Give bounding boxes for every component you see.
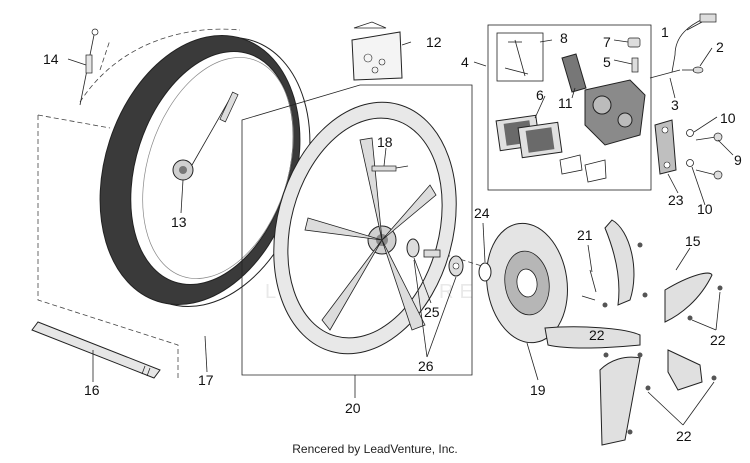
callout-20: 20 bbox=[345, 400, 361, 416]
callout-3: 3 bbox=[671, 97, 679, 113]
callout-21: 21 bbox=[577, 227, 593, 243]
pad-spring[interactable] bbox=[561, 53, 587, 93]
callout-10b: 10 bbox=[697, 201, 713, 217]
callout-5: 5 bbox=[603, 54, 611, 70]
caliper-bracket[interactable] bbox=[654, 119, 677, 175]
bleed-screw[interactable] bbox=[631, 57, 639, 73]
callout-22a: 22 bbox=[710, 332, 726, 348]
pad-pin-shaft bbox=[504, 67, 529, 75]
caliper-washers[interactable] bbox=[686, 129, 694, 167]
callout-16: 16 bbox=[84, 382, 100, 398]
callout-12: 12 bbox=[426, 34, 442, 50]
speedometer-drive[interactable] bbox=[172, 91, 239, 181]
callout-23: 23 bbox=[668, 192, 684, 208]
callout-18: 18 bbox=[377, 134, 393, 150]
panel-screws[interactable] bbox=[602, 242, 723, 435]
callout-19: 19 bbox=[530, 382, 546, 398]
caliper-bolts[interactable] bbox=[695, 132, 723, 180]
assembly-dashed-outline bbox=[37, 115, 179, 378]
brake-pads[interactable] bbox=[495, 114, 563, 159]
callout-9: 9 bbox=[734, 152, 742, 168]
callout-17: 17 bbox=[198, 372, 214, 388]
callout-4: 4 bbox=[461, 54, 469, 70]
banjo-bolt[interactable] bbox=[682, 66, 704, 74]
wheel-bearings[interactable] bbox=[406, 238, 464, 277]
speedo-cable-route bbox=[79, 28, 241, 103]
tire[interactable] bbox=[67, 9, 343, 332]
fender-panels[interactable] bbox=[544, 219, 713, 446]
callout-14: 14 bbox=[43, 51, 59, 67]
brake-hose[interactable] bbox=[671, 13, 717, 73]
dashed-guide bbox=[37, 114, 111, 129]
disc-bolts[interactable] bbox=[581, 269, 597, 301]
disc-spacer[interactable] bbox=[478, 262, 492, 282]
callout-7: 7 bbox=[603, 34, 611, 50]
callout-11: 11 bbox=[558, 95, 573, 111]
callout-25: 25 bbox=[424, 304, 440, 320]
callout-10a: 10 bbox=[720, 110, 736, 126]
pad-shims[interactable] bbox=[559, 154, 607, 183]
wheel-axle[interactable] bbox=[31, 321, 161, 379]
brake-caliper[interactable] bbox=[584, 79, 646, 146]
wheel-assembly-frame bbox=[241, 84, 473, 376]
callout-24: 24 bbox=[474, 205, 490, 221]
callout-6: 6 bbox=[536, 87, 544, 103]
bleed-cap[interactable] bbox=[627, 37, 641, 48]
callout-22b: 22 bbox=[676, 428, 692, 444]
speedometer-cable[interactable] bbox=[79, 28, 99, 106]
hose-routing bbox=[649, 69, 681, 79]
callout-1: 1 bbox=[661, 24, 669, 40]
callout-13: 13 bbox=[171, 214, 187, 230]
brake-disc[interactable] bbox=[479, 218, 575, 348]
leader-lines bbox=[67, 21, 734, 426]
brake-pad-clip-frame bbox=[496, 32, 544, 82]
callout-8: 8 bbox=[560, 30, 568, 46]
callout-22c: 22 bbox=[589, 327, 605, 343]
caliper-assembly-frame bbox=[487, 24, 652, 191]
wheel-rim[interactable] bbox=[247, 82, 483, 375]
callout-2: 2 bbox=[716, 39, 724, 55]
hardware-bag[interactable] bbox=[351, 21, 403, 81]
dashed-guide bbox=[99, 39, 111, 71]
footer-credit: Rencered by LeadVenture, Inc. bbox=[292, 442, 458, 456]
callout-26: 26 bbox=[418, 358, 434, 374]
callout-15: 15 bbox=[685, 233, 701, 249]
pad-pin[interactable] bbox=[508, 39, 526, 77]
